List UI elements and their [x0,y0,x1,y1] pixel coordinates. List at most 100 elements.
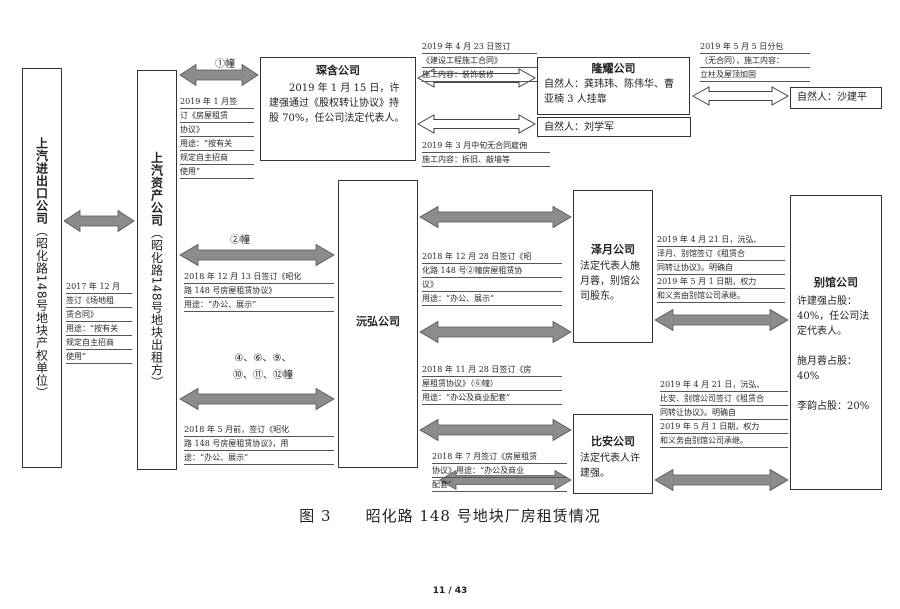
shangqi-asset-box: 上汽资产公司（昭化路148号地块出租方） [137,70,177,470]
shenhan-box: 琛含公司 2019 年 1 月 15 日，许建强通过《股权转让协议》持股 70%… [260,57,416,161]
note-line: 议》 [422,278,562,292]
note-line: 协议》用途：“办公及商业 [432,464,567,478]
arrow-yuanhong-to-bian-1 [419,418,572,442]
arrow-asset-to-yuanhong-2 [179,387,335,411]
note-line: 比安、别馆公司签订《租赁合 [660,392,788,406]
note-line: 泽月、别馆签订《租赁合 [657,247,785,261]
note-2019-4-21-a: 2019 年 4 月 21 日，沅弘、泽月、别馆签订《租赁合同转让协议》。明确自… [657,233,785,303]
building2-label: ②幢 [230,235,250,246]
note-2019-5-5: 2019 年 5 月 5 日分包（无合同），施工内容：立柱及屋顶加固 [700,40,810,82]
bieguan-p1: 许建强占股：40%，任公司法定代表人。 [797,296,870,337]
note-line: 途：“办公、展示” [184,451,334,465]
note-line: 规定自主招商 [66,336,132,350]
note-line: 2018 年 12 月 13 日签订《昭化 [184,270,334,284]
note-line: 2018 年 12 月 28 日签订《昭 [422,250,562,264]
note-line: 签订《场地租 [66,294,132,308]
liu-xuejun-box: 自然人：刘学军 [537,117,691,137]
figure-number: 图 3 [299,507,332,525]
note-line: 赁合同》 [66,308,132,322]
note-line: 用途：“办公、展示” [422,292,562,306]
note-line: 规定自主招商 [180,151,254,165]
note-line: 2019 年 5 月 5 日分包 [700,40,810,54]
note-line: 使用” [66,350,132,364]
arrow-zeyue-to-bieguan [654,308,789,332]
note-line: （无合同），施工内容： [700,54,810,68]
note-line: 2019 年 5 月 1 日期，权力 [660,420,788,434]
arrow-shenhan-to-liu [416,114,537,134]
note-line: 和义务由别馆公司承继。 [660,434,788,448]
note-2018-7: 2018 年 7 月签订《房屋租赁协议》用途：“办公及商业配套” [432,450,567,492]
note-line: 2017 年 12 月 [66,280,132,294]
note-line: 订《房屋租赁 [180,109,254,123]
note-line: 和义务由别馆公司承继。 [657,289,785,303]
shenhan-body: 2019 年 1 月 15 日，许建强通过《股权转让协议》持股 70%，任公司法… [269,83,405,124]
note-line: 2019 年 4 月 21 日，沅弘、 [657,233,785,247]
arrow-yuanhong-to-zeyue-2 [419,320,572,344]
zeyue-title: 泽月公司 [591,243,635,256]
arrow-shenhan-to-longyao [416,68,537,88]
building-multi-label-2: ⑩、⑪、⑫幢 [233,370,293,381]
arrow-bian-to-bieguan [654,468,789,492]
bian-body: 法定代表人许建强。 [580,453,640,479]
sha-jianping-name: 自然人：沙建平 [797,92,867,103]
page-number: 11 / 43 [432,586,468,596]
yuanhong-name: 沅弘公司 [356,315,400,328]
note-line: 2018 年 11 月 28 日签订《房 [422,363,562,377]
longyao-body: 自然人：龚玮玮、陈伟华、曹亚楠 3 人挂靠 [544,79,674,105]
note-2019-4-23: 2019 年 4 月 23 日签订《建设工程施工合同》施工内容：装饰装修 [422,40,537,82]
note-line: 用途：“按有关 [66,322,132,336]
note-line: 同转让协议》。明确自 [660,406,788,420]
note-line: 使用” [180,165,254,179]
note-line: 2019 年 3 月中旬无合同雇佣 [422,139,550,153]
liu-xuejun-name: 自然人：刘学军 [544,122,614,133]
arrow-yuanhong-to-zeyue-1 [419,205,572,229]
bieguan-box: 别馆公司 许建强占股：40%，任公司法定代表人。 施月蓉占股：40% 李韵占股：… [790,195,882,490]
note-2019-3: 2019 年 3 月中旬无合同雇佣施工内容：拆旧、敲墙等 [422,139,550,167]
note-2018-5: 2018 年 5 月前，签订《昭化路 148 号房屋租赁协议》，用途：“办公、展… [184,423,334,465]
shangqi-asset-sub: （昭化路148号地块出租方） [149,226,164,389]
figure-caption: 图 3 昭化路 148 号地块厂房租赁情况 [0,505,900,526]
arrow-asset-to-yuanhong-1 [179,243,335,267]
bieguan-title: 别馆公司 [814,276,858,289]
note-line: 2019 年 5 月 1 日期，权力 [657,275,785,289]
note-line: 2019 年 1 月签 [180,95,254,109]
note-2018-12-13: 2018 年 12 月 13 日签订《昭化路 148 号房屋租赁协议》用途：“办… [184,270,334,312]
note-line: 2019 年 4 月 21 日，沅弘、 [660,378,788,392]
bian-title: 比安公司 [591,435,635,448]
note-line: 《建设工程施工合同》 [422,54,537,68]
note-line: 协议》 [180,123,254,137]
note-line: 路 148 号房屋租赁协议》 [184,284,334,298]
note-line: 用途：“按有关 [180,137,254,151]
arrow-yuanhong-to-bian-2 [439,469,572,491]
note-line: 施工内容：拆旧、敲墙等 [422,153,550,167]
building-multi-label-1: ④、⑥、⑨、 [234,353,292,364]
note-line: 用途：“办公及商业配套” [422,391,562,405]
note-2018-11-28: 2018 年 11 月 28 日签订《房屋租赁协议》（⑥幢）用途：“办公及商业配… [422,363,562,405]
arrow-asset-to-shenhan [179,63,259,87]
note-line: 2018 年 5 月前，签订《昭化 [184,423,334,437]
note-line: 配套” [432,478,567,492]
bieguan-p2: 施月蓉占股：40% [797,356,857,382]
note-2019-1: 2019 年 1 月签订《房屋租赁协议》用途：“按有关规定自主招商使用” [180,95,254,179]
sha-jianping-box: 自然人：沙建平 [790,87,882,109]
note-line: 用途：“办公、展示” [184,298,334,312]
arrow-longyao-to-sha [691,86,790,106]
figure-title: 昭化路 148 号地块厂房租赁情况 [365,507,601,525]
note-line: 立柱及屋顶加固 [700,68,810,82]
note-line: 屋租赁协议》（⑥幢） [422,377,562,391]
note-2019-4-21-b: 2019 年 4 月 21 日，沅弘、比安、别馆公司签订《租赁合同转让协议》。明… [660,378,788,448]
shenhan-title: 琛含公司 [316,64,360,77]
note-2018-12-28: 2018 年 12 月 28 日签订《昭化路 148 号②幢房屋租赁协议》用途：… [422,250,562,306]
longyao-title: 隆耀公司 [591,62,636,75]
note-line: 路 148 号房屋租赁协议》，用 [184,437,334,451]
note-line: 施工内容：装饰装修 [422,68,537,82]
shangqi-import-export-sub: （昭化路148号地块产权单位） [34,224,49,399]
note-line: 2018 年 7 月签订《房屋租赁 [432,450,567,464]
note-line: 2019 年 4 月 23 日签订 [422,40,537,54]
note-2017-12: 2017 年 12 月签订《场地租赁合同》用途：“按有关规定自主招商使用” [66,280,132,364]
building1-label: ①幢 [215,59,235,70]
arrow-import-export-to-asset [63,209,135,233]
shangqi-import-export-name: 上汽进出口公司 [34,137,49,225]
yuanhong-box: 沅弘公司 [338,180,418,468]
